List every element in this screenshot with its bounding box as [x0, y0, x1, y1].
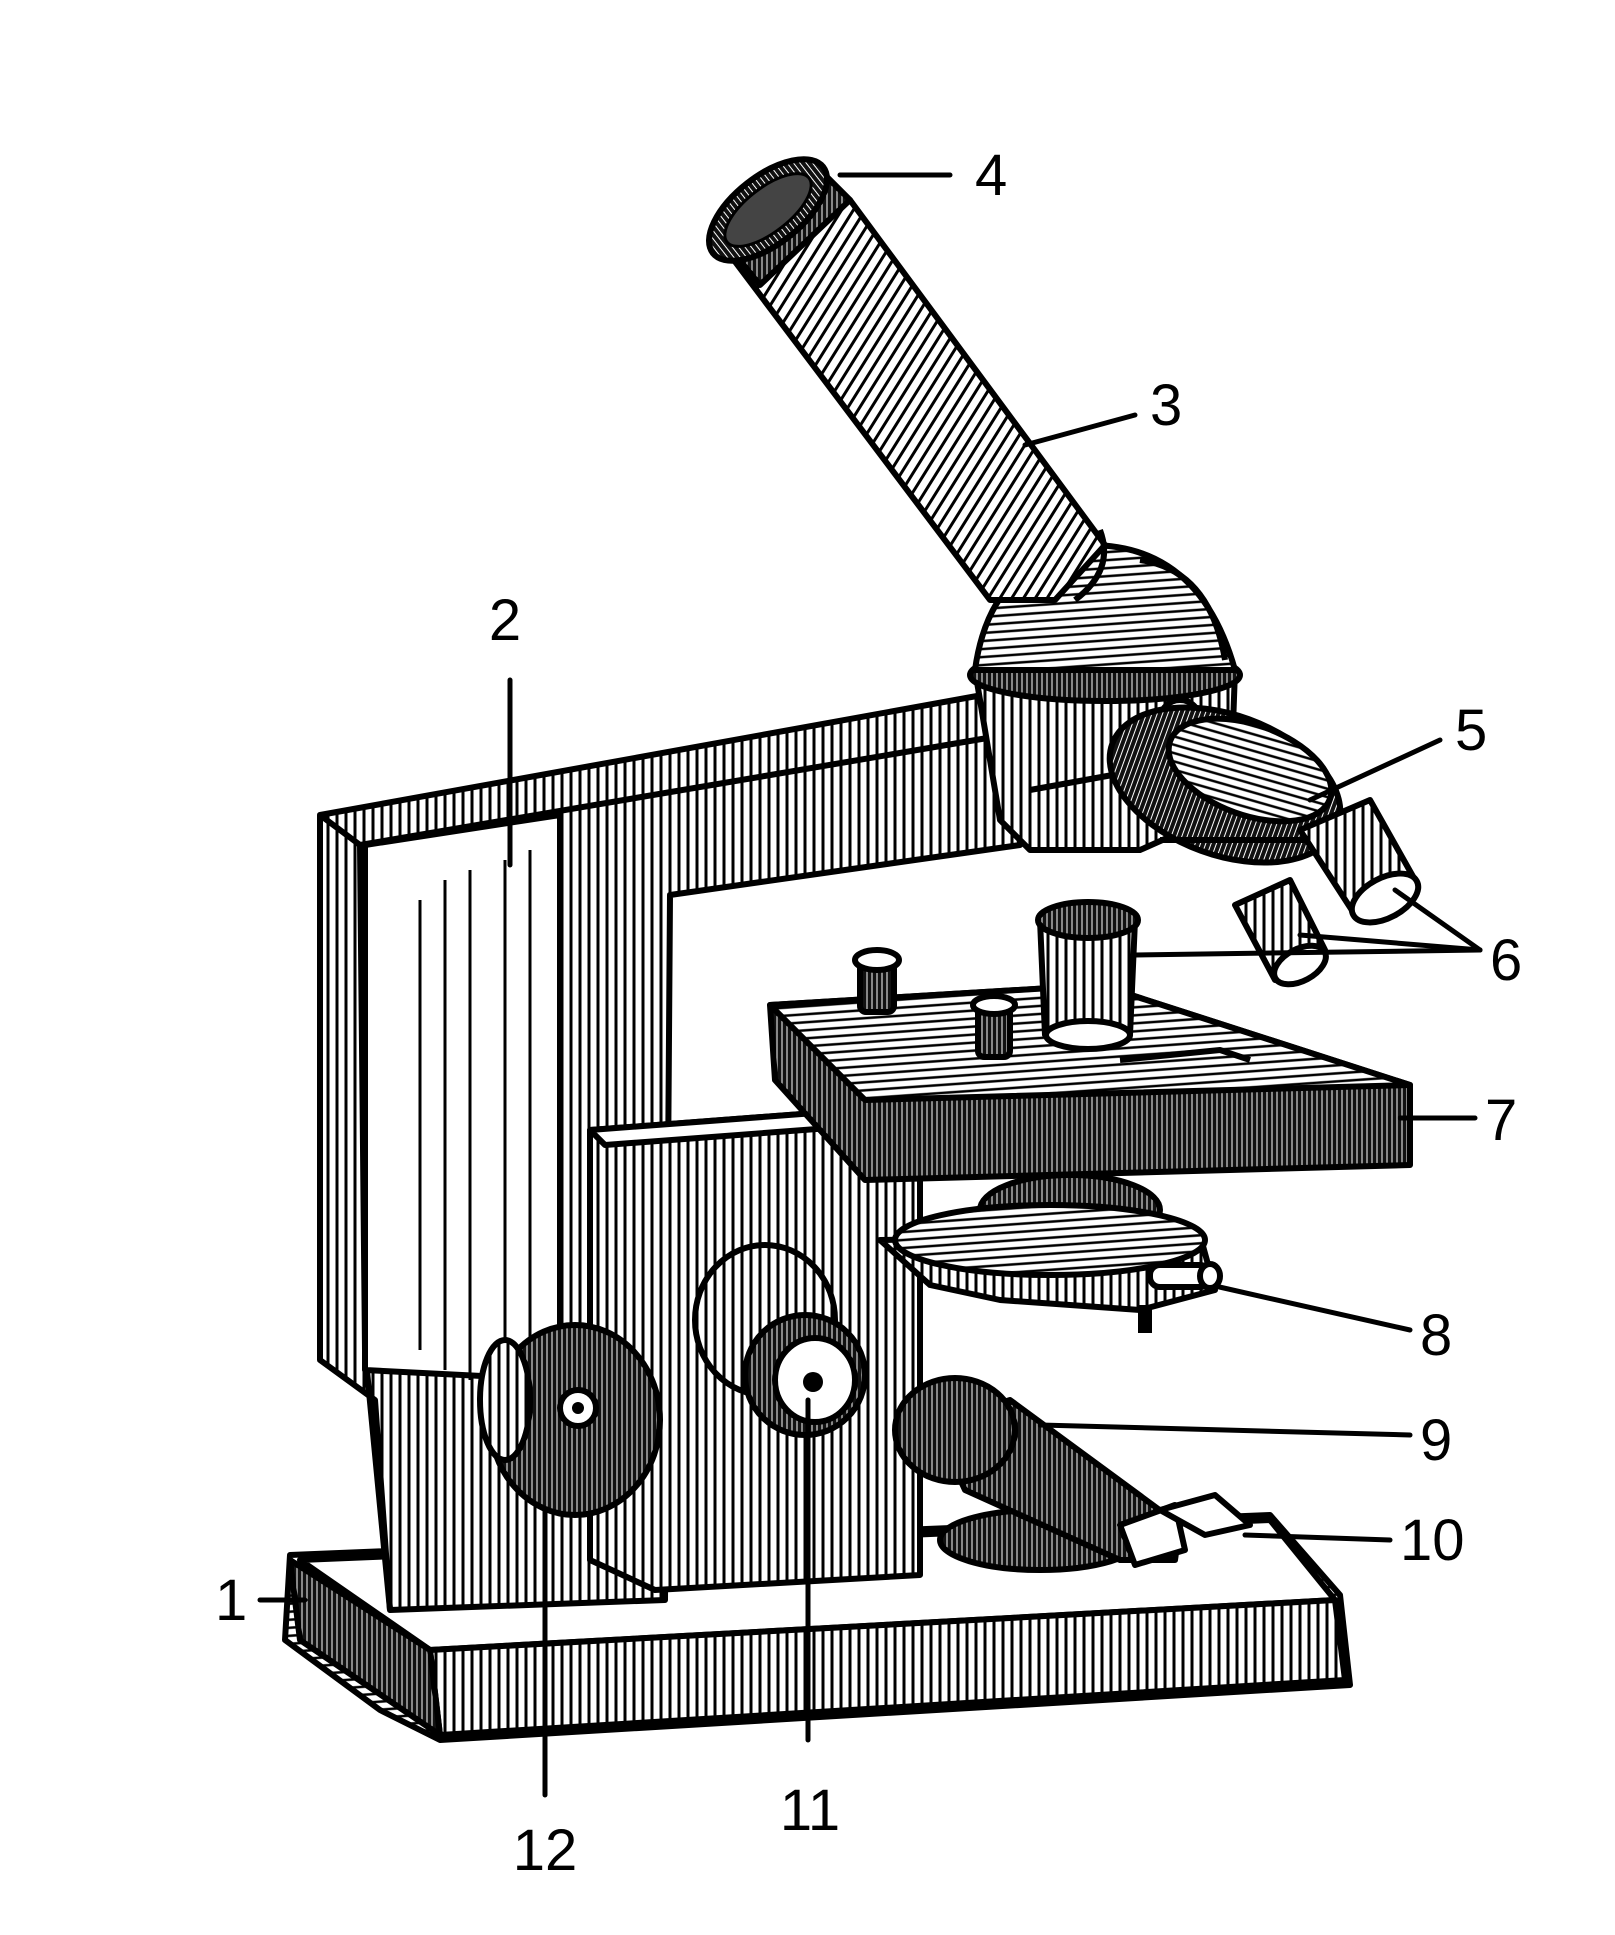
label-base: 1 — [215, 1568, 247, 1633]
objective-lens — [1035, 899, 1141, 1052]
label-condenser: 8 — [1420, 1303, 1452, 1368]
label-eyepiece: 4 — [975, 143, 1007, 208]
label-mirror-lamp: 9 — [1420, 1408, 1452, 1473]
label-tube: 3 — [1150, 373, 1182, 438]
label-fine-focus: 11 — [780, 1778, 840, 1843]
label-stage: 7 — [1485, 1088, 1517, 1153]
label-arm: 2 — [489, 588, 521, 653]
fine-focus-knob — [692, 1242, 868, 1438]
stage-clip — [970, 993, 1018, 1060]
condenser — [877, 1172, 1223, 1333]
stage-clip — [852, 947, 902, 1015]
mirror-assembly — [892, 1375, 1253, 1573]
leader-lines — [257, 172, 1483, 1798]
coarse-focus-knob — [477, 1322, 663, 1518]
label-revolver: 5 — [1455, 698, 1487, 763]
eyepiece — [706, 156, 853, 288]
label-coarse-focus: 12 — [513, 1818, 578, 1883]
objective-revolver — [1106, 704, 1344, 866]
part-labels: 4 3 2 5 6 7 8 9 10 1 11 12 — [215, 143, 1522, 1883]
label-mirror-foot: 10 — [1400, 1508, 1465, 1573]
label-objectives: 6 — [1490, 928, 1522, 993]
objective-lens — [1297, 797, 1422, 926]
